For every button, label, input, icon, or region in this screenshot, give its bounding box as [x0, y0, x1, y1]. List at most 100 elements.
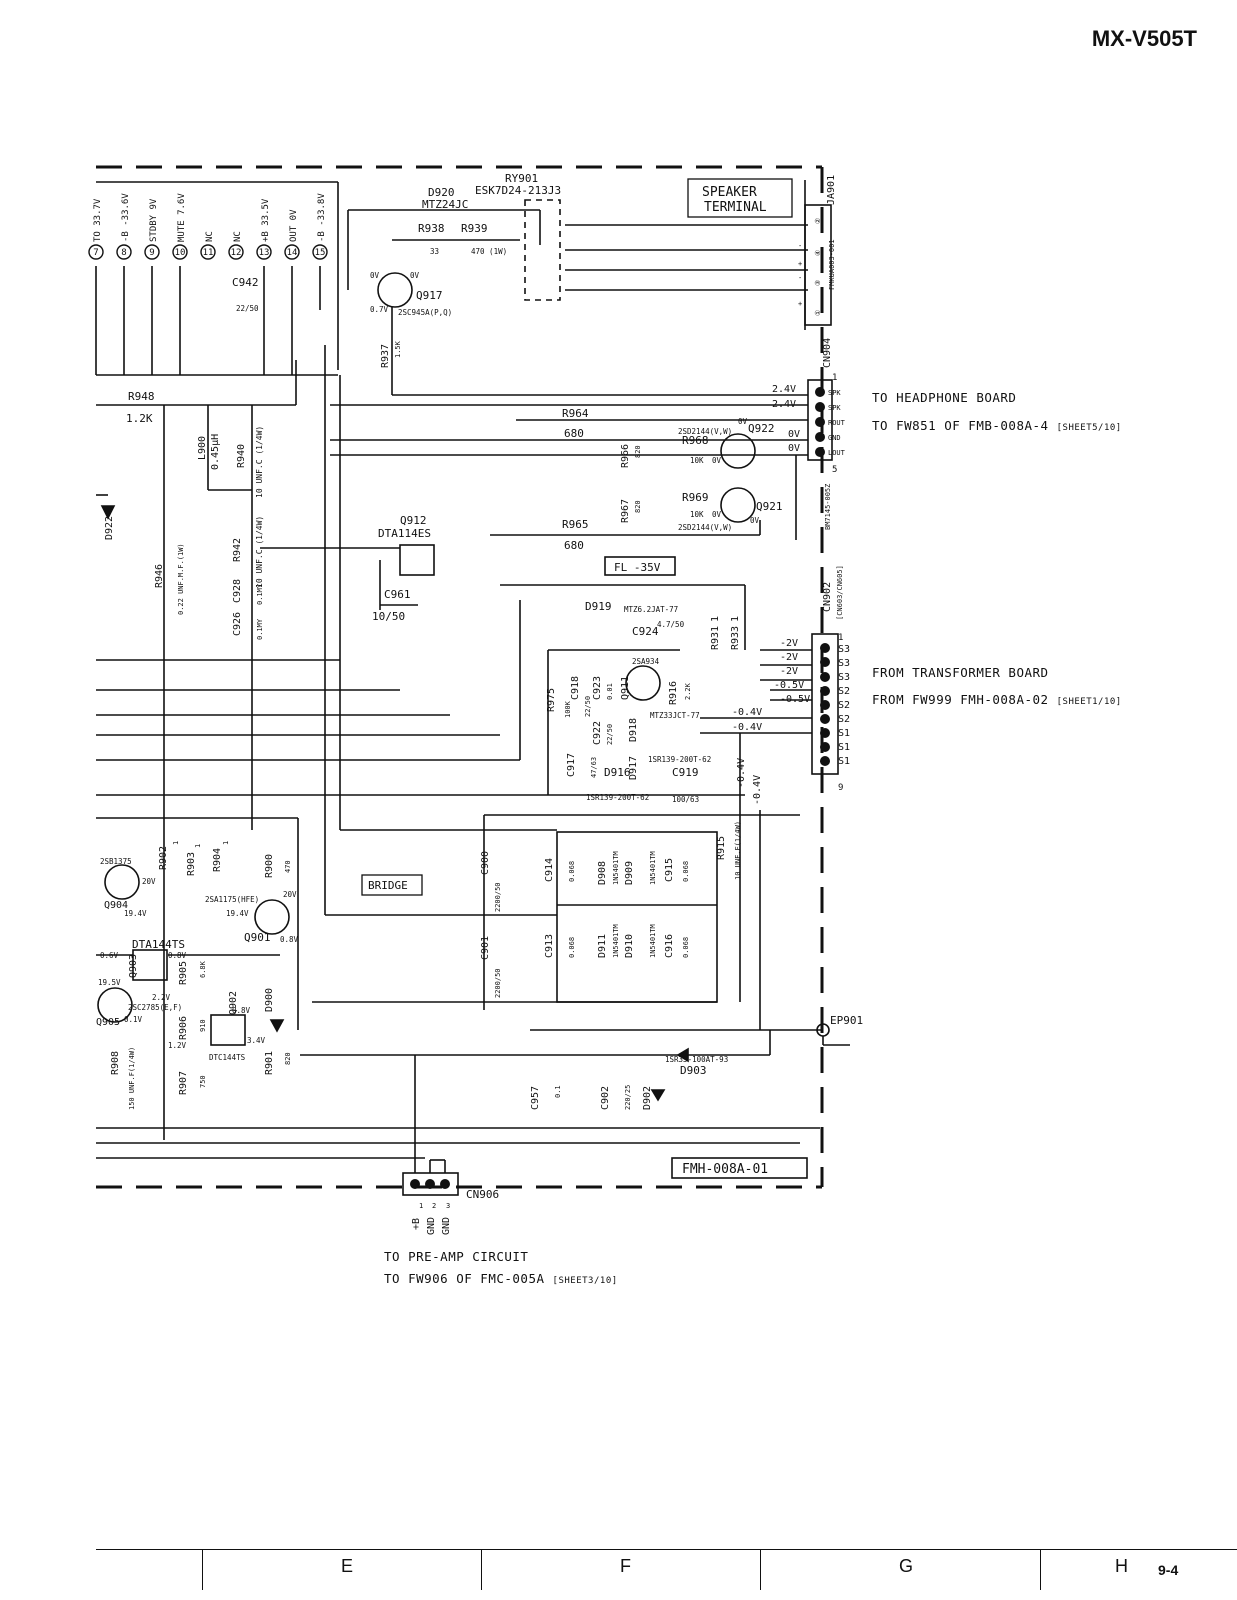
cn902-name: CN902 [822, 582, 833, 612]
r904-val: 1 [222, 841, 230, 845]
node-v: 0.8V [168, 951, 187, 960]
cn902-pin: S1 [838, 742, 850, 753]
ja901-pin: ② [814, 218, 822, 224]
node-v: 0.8V [232, 1006, 251, 1015]
c919-ref: C919 [672, 766, 699, 779]
q902-ref: Q902 [228, 991, 239, 1015]
r901-val: 820 [284, 1052, 292, 1065]
d919-ref: D919 [585, 600, 612, 613]
r937-ref: R937 [380, 344, 391, 368]
q912-ref: Q912 [400, 514, 427, 527]
d917-ref: D917 [628, 756, 639, 780]
ja901-pin: ③ [814, 280, 822, 286]
r937-val: 1.5K [394, 340, 402, 358]
c902-ref: C902 [600, 1086, 611, 1110]
ry901-ref: RY901 [505, 172, 538, 185]
r968-ref: R968 [682, 434, 709, 447]
q921-part: 2SD2144(V,W) [678, 523, 732, 532]
r946-val: 0.22 UNF.M.F.(1W) [177, 543, 185, 615]
cn904-v: 0V [788, 443, 800, 454]
node-v: 0.6V [100, 951, 119, 960]
c923-val: 0.01 [606, 683, 614, 700]
d908-ref: D908 [597, 861, 608, 885]
grid-col-label: G [899, 1556, 914, 1576]
grid-col-f: F [481, 1550, 760, 1590]
r948-ref: R948 [128, 390, 155, 403]
cn906-num: 2 [432, 1202, 436, 1210]
pin-num: 9 [149, 248, 154, 258]
cn904-part: BM7145-005Z [824, 484, 832, 530]
r939-val: 470 (1W) [471, 247, 507, 256]
q901-ref: Q901 [244, 931, 271, 944]
cn902-v: -0.4V [732, 722, 762, 733]
cn906-num: 1 [419, 1202, 423, 1210]
cn904-pin: SPK [828, 389, 841, 397]
q904-v: 20V [142, 877, 156, 886]
d920-part: MTZ24JC [422, 198, 468, 211]
note-headphone-1: TO HEADPHONE BOARD [872, 390, 1017, 405]
r906-val: 910 [199, 1019, 207, 1032]
pin-num: 11 [203, 248, 214, 258]
pin-label: NC [233, 231, 243, 242]
ja901-sign: + [798, 300, 802, 308]
note-transformer-1: FROM TRANSFORMER BOARD [872, 665, 1049, 680]
c942-ref: C942 [232, 276, 259, 289]
cn906-name: CN906 [466, 1188, 499, 1201]
pin-label: -B -33.8V [317, 193, 327, 242]
ry901-part: ESK7D24-213J3 [475, 184, 561, 197]
l900-val: 0.45µH [210, 434, 221, 470]
r903-ref: R903 [186, 852, 197, 876]
cn904-v: 0V [788, 429, 800, 440]
note-preamp-1: TO PRE-AMP CIRCUIT [384, 1249, 529, 1264]
r975-ref: R975 [546, 688, 557, 712]
c922-ref: C922 [592, 721, 603, 745]
c942-val: 22/50 [236, 304, 259, 313]
r908-val: 150 UNF.F(1/4W) [128, 1047, 136, 1110]
cn902-pin: S1 [838, 728, 850, 739]
node-v: 20V [283, 890, 297, 899]
d908-part: 1N5401TM [612, 851, 620, 885]
r942-ref: R942 [232, 538, 243, 562]
r965-val: 680 [564, 539, 584, 552]
c961-ref: C961 [384, 588, 411, 601]
q917-vb: 0V [370, 271, 380, 280]
d920-ref: D920 [428, 186, 455, 199]
r916-val: 2.2K [684, 682, 692, 700]
cn904-last: 5 [832, 465, 837, 475]
l900-ref: L900 [197, 436, 208, 460]
r904-ref: R904 [212, 848, 223, 872]
cn902-vv: -0.4V [752, 775, 763, 805]
q917-vc: 0V [410, 271, 420, 280]
cn902-v: -0.4V [732, 707, 762, 718]
pin-num: 13 [259, 248, 270, 258]
q917-ve: 0.7V [370, 305, 389, 314]
r905-ref: R905 [178, 961, 189, 985]
r916-ref: R916 [668, 681, 679, 705]
r915-val: 10 UNF.F(1/4W) [734, 821, 742, 880]
grid-col-h: H [1040, 1550, 1235, 1590]
note-preamp-2-text: TO FW906 OF FMC-005A [384, 1271, 545, 1286]
c918-val: 22/50 [584, 696, 592, 717]
node-v: 0V [712, 456, 722, 465]
d916-ref: D916 [604, 766, 631, 779]
d918-part: MTZ33JCT-77 [650, 711, 700, 720]
cn902-pin: S3 [838, 672, 850, 683]
grid-col-g: G [760, 1550, 1039, 1590]
r905-val: 6.8K [199, 960, 207, 978]
r969-val: 10K [690, 510, 704, 519]
note-transformer-2: FROM FW999 FMH-008A-02 [SHEET1/10] [872, 692, 1122, 707]
pin-num: 10 [175, 248, 186, 258]
d910-ref: D910 [624, 934, 635, 958]
cn906-pin: GND [441, 1217, 452, 1235]
cn904-pin: LOUT [828, 449, 846, 457]
q911-part: 2SA934 [632, 657, 660, 666]
r940-val: 10 UNF.C (1/4W) [255, 426, 264, 498]
c916-ref: C916 [664, 934, 675, 958]
q921-ref: Q921 [756, 500, 783, 513]
q905-ref: Q905 [96, 1017, 120, 1028]
pin-label: -B -33.6V [121, 193, 131, 242]
cn902-last: 9 [838, 783, 843, 793]
r964-val: 680 [564, 427, 584, 440]
d909-part: 1N5401TM [649, 851, 657, 885]
